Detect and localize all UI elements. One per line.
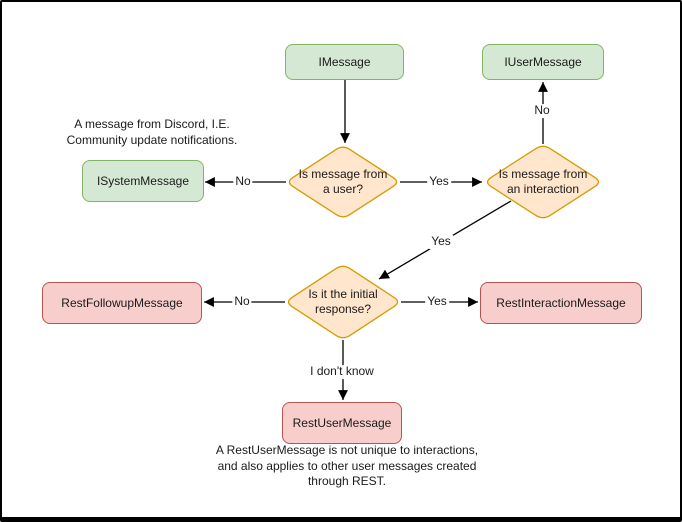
edge-label-user-no: No <box>233 174 253 189</box>
edge-label-user-yes: Yes <box>427 174 451 189</box>
edge-label-initial-no: No <box>232 294 252 309</box>
node-restinteractionmessage: RestInteractionMessage <box>480 282 642 324</box>
note-rest-user-message: A RestUserMessage is not unique to inter… <box>215 443 479 489</box>
node-restfollowupmessage-label: RestFollowupMessage <box>61 295 183 310</box>
node-isystemmessage: ISystemMessage <box>82 160 204 202</box>
node-iusermessage: IUserMessage <box>482 44 604 80</box>
node-restfollowupmessage: RestFollowupMessage <box>42 282 202 324</box>
node-restinteractionmessage-label: RestInteractionMessage <box>496 295 626 310</box>
edge-label-interaction-yes: Yes <box>429 234 453 249</box>
decision-is-from-user-shape <box>288 146 398 218</box>
node-isystemmessage-label: ISystemMessage <box>96 173 190 188</box>
decision-is-initial-response-shape <box>287 265 399 339</box>
node-imessage-label: IMessage <box>318 54 371 69</box>
node-iusermessage-label: IUserMessage <box>504 54 582 69</box>
edge-label-interaction-no: No <box>532 103 552 118</box>
node-imessage: IMessage <box>285 44 404 80</box>
edge-label-initial-unknown: I don't know <box>308 364 376 379</box>
node-restusermessage: RestUserMessage <box>282 402 402 444</box>
edge-label-initial-yes: Yes <box>425 294 449 309</box>
node-restusermessage-label: RestUserMessage <box>292 415 392 430</box>
decision-is-from-interaction-shape <box>486 145 600 219</box>
note-system-message: A message from Discord, I.E. Community u… <box>66 117 238 147</box>
